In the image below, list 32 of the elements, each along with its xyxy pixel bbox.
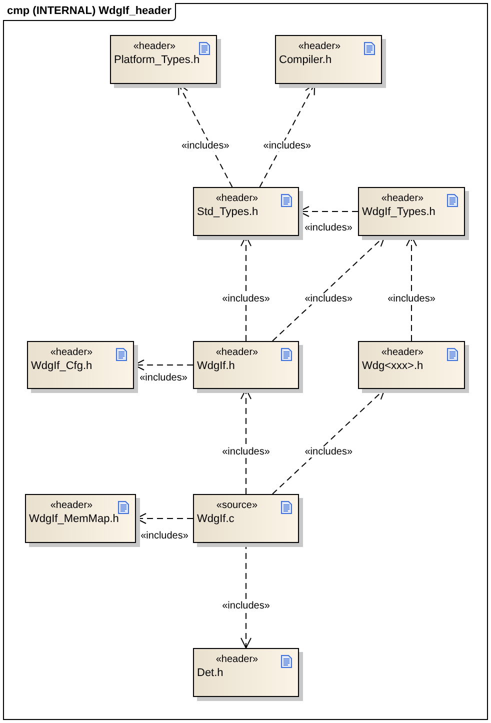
- edge-label: «includes»: [180, 140, 230, 151]
- component-name: WdgIf_MemMap.h: [29, 513, 119, 526]
- component-name: Det.h: [197, 667, 224, 680]
- edge-label: «includes»: [221, 293, 271, 304]
- component-name: WdgIf.c: [197, 513, 234, 526]
- edge-label: «includes»: [221, 600, 271, 611]
- component-name: Std_Types.h: [197, 206, 258, 219]
- component-name: WdgIf.h: [197, 360, 235, 373]
- stereotype-label: «header»: [380, 193, 425, 205]
- stereotype-label: «header»: [214, 193, 260, 205]
- component-name: Compiler.h: [279, 54, 332, 67]
- frame-title: cmp (INTERNAL) WdgIf_header: [3, 3, 176, 21]
- edge-label: «includes»: [140, 530, 190, 541]
- stereotype-label: «header»: [214, 347, 260, 359]
- component-name: Platform_Types.h: [114, 54, 200, 67]
- stereotype-label: «header»: [49, 347, 94, 359]
- component-name: Wdg<xxx>.h: [362, 360, 424, 373]
- edge-label: «includes»: [221, 446, 271, 457]
- stereotype-label: «header»: [380, 347, 425, 359]
- edge-label: «includes»: [262, 140, 312, 151]
- stereotype-label: «source»: [215, 500, 259, 512]
- stereotype-label: «header»: [297, 41, 342, 53]
- edge-label: «includes»: [304, 446, 354, 457]
- stereotype-label: «header»: [132, 41, 177, 53]
- edge-label: «includes»: [138, 372, 188, 384]
- component-name: WdgIf_Types.h: [362, 206, 436, 219]
- edge-label: «includes»: [386, 293, 436, 304]
- stereotype-label: «header»: [214, 654, 260, 666]
- edge-label: «includes»: [304, 293, 354, 304]
- edge-label: «includes»: [304, 222, 354, 233]
- stereotype-label: «header»: [49, 500, 94, 512]
- component-name: WdgIf_Cfg.h: [31, 360, 92, 373]
